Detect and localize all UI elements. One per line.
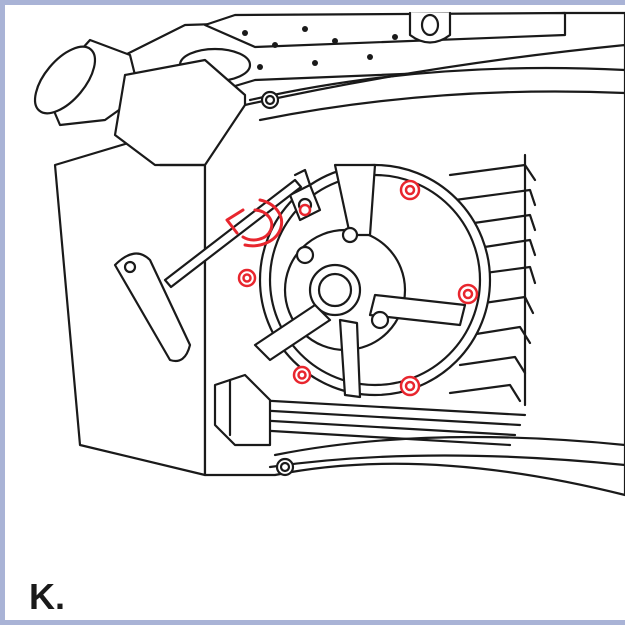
top-bolt-holes <box>242 26 398 70</box>
bottom-rails <box>253 398 625 469</box>
screw-marker-icon <box>237 179 479 397</box>
housing-lid <box>203 11 567 49</box>
assembly-illustration <box>33 11 625 497</box>
flange-spokes <box>253 163 467 399</box>
housing-front-box <box>53 133 207 477</box>
bottom-clamp <box>213 373 272 447</box>
cooling-fins <box>448 153 537 407</box>
hex-key-tool-icon <box>113 178 303 363</box>
step-label: K. <box>29 576 65 617</box>
rotation-arrow-icon <box>225 198 284 248</box>
